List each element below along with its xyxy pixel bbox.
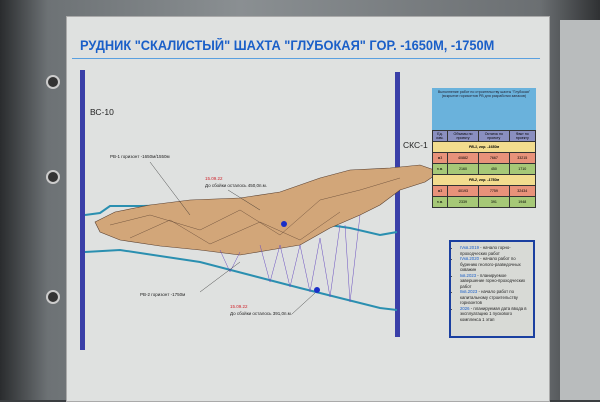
- timeline-box: IVкв.2019 - начало горно-проходческих ра…: [449, 240, 535, 338]
- timeline-item: IVкв.2020 - начало работ по бурению геол…: [460, 256, 530, 273]
- timeline-date: IVкв.2020: [460, 256, 479, 261]
- leader-line: [227, 189, 261, 211]
- binder-ring: [46, 290, 60, 304]
- poster-title: РУДНИК "СКАЛИСТЫЙ" ШАХТА "ГЛУБОКАЯ" ГОР.…: [80, 38, 495, 53]
- leader-line: [199, 261, 241, 293]
- rv2-label: РВ-2 горизонт -1750м: [140, 292, 186, 297]
- binder-ring: [46, 170, 60, 184]
- title-divider: [72, 58, 540, 59]
- shaft-label-right: СКС-1: [403, 140, 428, 150]
- cell: 40882: [446, 152, 480, 164]
- drill-fans: [219, 214, 361, 303]
- cell: п.м.: [432, 163, 448, 175]
- rv2-remaining: До сбойки осталось 391,0п.м.: [230, 311, 293, 316]
- cell: 7667: [478, 152, 510, 164]
- cell: 1948: [508, 196, 537, 208]
- timeline-date: 2026: [460, 305, 470, 311]
- cell: 40193: [446, 185, 480, 197]
- section-title: РВ-1, гор. -1650м: [432, 141, 536, 153]
- timeline-text: - начало работ по бурению геолого-развед…: [460, 256, 521, 272]
- rv1-remaining: До сбойки осталось 450,0п.м.: [205, 183, 268, 188]
- timeline-text: - начало работ по капитальному строитель…: [460, 289, 518, 305]
- timeline-text: - планируемая дата ввода в эксплуатацию …: [460, 305, 527, 322]
- table-note: Выполнение работ по строительству шахты …: [432, 88, 536, 130]
- timeline-item: IVкв.2019 - начало горно-проходческих ра…: [460, 245, 530, 256]
- rv1-date: 15.09.22: [205, 176, 223, 181]
- cell: 2160: [446, 163, 480, 175]
- cell: п.м.: [432, 196, 448, 208]
- adjacent-poster: [560, 20, 600, 400]
- cell: 450: [478, 163, 510, 175]
- timeline-item: Iкв.2023 - планируемое завершение горно-…: [460, 273, 530, 290]
- cell: 1710: [508, 163, 537, 175]
- section-title: РВ-2, гор. -1750м: [432, 174, 536, 186]
- rv2-date: 15.09.22: [230, 304, 248, 309]
- progress-table: Ед. изм. Объемы по проекту Остаток по пр…: [432, 130, 537, 208]
- header-cell: Остаток по проекту: [478, 130, 510, 142]
- cell: 2339: [446, 196, 480, 208]
- leader-line: [291, 292, 316, 315]
- face-marker-rv1: [281, 221, 287, 227]
- header-cell: Ед. изм.: [432, 130, 448, 142]
- cell: 33215: [508, 152, 537, 164]
- cell: м3: [432, 152, 448, 164]
- header-cell: Факт по проекту: [508, 130, 537, 142]
- cell: 391: [478, 196, 510, 208]
- ore-body: [94, 164, 441, 256]
- timeline-text: - начало горно-проходческих работ: [460, 245, 511, 256]
- drift-1750: [84, 248, 398, 311]
- timeline-item: IIкв.2023 - начало работ по капитальному…: [460, 289, 530, 306]
- shaft-label-left: ВС-10: [90, 107, 114, 117]
- header-cell: Объемы по проекту: [446, 130, 480, 142]
- cell: 7759: [478, 185, 510, 197]
- timeline-date: IIкв.2023: [460, 289, 478, 294]
- timeline-date: Iкв.2023: [460, 272, 477, 278]
- rv1-label: РВ-1 горизонт -1650м/1550м: [110, 154, 170, 159]
- face-marker-rv2: [314, 287, 320, 293]
- shaft-vs10: [80, 70, 85, 350]
- timeline-item: 2026 - планируемая дата ввода в эксплуат…: [460, 306, 530, 323]
- shaft-sks1: [395, 72, 400, 337]
- timeline-text: - планируемое завершение горно-проходчес…: [460, 272, 526, 289]
- table-header-row: Ед. изм. Объемы по проекту Остаток по пр…: [432, 130, 537, 142]
- cell: м3: [432, 185, 448, 197]
- binder-ring: [46, 75, 60, 89]
- leader-line: [149, 161, 191, 216]
- ore-contours: [109, 177, 401, 245]
- cell: 32434: [508, 185, 537, 197]
- timeline-date: IVкв.2019: [460, 245, 479, 250]
